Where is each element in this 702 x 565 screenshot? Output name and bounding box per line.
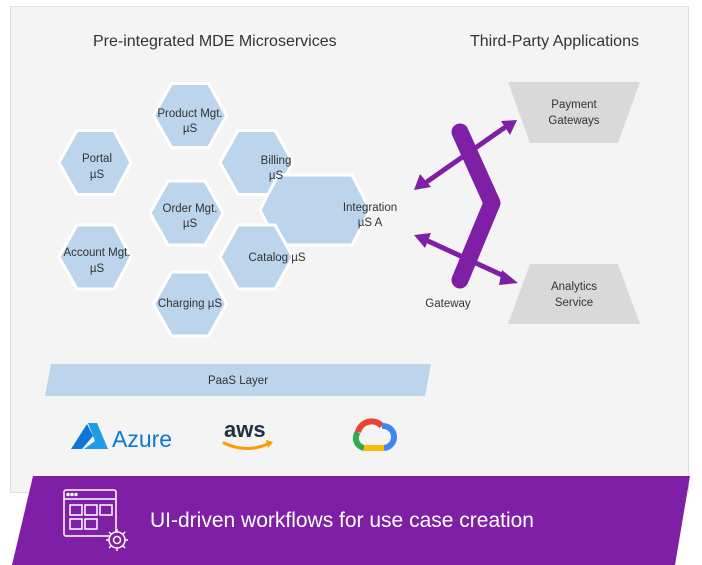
analytics-label-line2: Service: [555, 297, 593, 309]
hex-product-mgt: [151, 82, 229, 149]
google-cloud-icon: [352, 418, 398, 451]
aws-wordmark: aws: [224, 417, 266, 442]
hex-integration: [258, 173, 372, 247]
bottom-banner: [12, 476, 690, 565]
hex-label-portal-line1: Portal: [82, 153, 112, 165]
analytics-service-box: [508, 264, 640, 324]
hex-charging: [151, 270, 229, 338]
arrow-integration-payment: [414, 120, 517, 190]
arrow-integration-analytics: [414, 233, 518, 285]
azure-logo: Azure: [71, 423, 172, 452]
hex-catalog: [218, 223, 295, 291]
hex-order-mgt: [148, 179, 225, 247]
hex-portal: [57, 129, 133, 196]
microservices-heading: Pre-integrated MDE Microservices: [93, 33, 337, 50]
hex-label-billing-line1: Billing: [261, 155, 292, 167]
hex-label-integration-line1: Integration: [343, 202, 397, 214]
paas-layer-bar: [45, 364, 431, 396]
hex-label-billing-line2: µS: [269, 170, 284, 182]
hex-label-portal-line2: µS: [90, 169, 105, 181]
gateway-label: Gateway: [425, 298, 471, 310]
hex-label-charging: Charging µS: [158, 298, 222, 310]
workflow-settings-icon: [63, 489, 128, 551]
third-party-heading: Third-Party Applications: [470, 33, 639, 50]
gateway-connector: [451, 123, 501, 289]
analytics-label-line1: Analytics: [551, 281, 597, 293]
hex-label-order-line2: µS: [183, 218, 198, 230]
hex-account-mgt: [57, 223, 133, 291]
hex-label-catalog: Catalog µS: [248, 252, 305, 264]
payment-label-line1: Payment: [551, 99, 597, 111]
aws-logo: aws: [222, 417, 273, 450]
hex-label-account-line2: µS: [90, 263, 105, 275]
hex-label-account-line1: Account Mgt.: [63, 247, 130, 259]
azure-icon: [71, 424, 93, 449]
banner-text: UI-driven workflows for use case creatio…: [150, 509, 534, 532]
payment-label-line2: Gateways: [548, 115, 599, 127]
hex-label-integration-line2: µS A: [358, 217, 383, 229]
payment-gateways-box: [508, 82, 640, 143]
azure-wordmark: Azure: [112, 426, 172, 452]
hex-label-product-line2: µS: [183, 123, 198, 135]
hex-label-order-line1: Order Mgt.: [163, 203, 218, 215]
paas-layer-label: PaaS Layer: [208, 375, 268, 387]
hex-label-product-line1: Product Mgt.: [157, 108, 222, 120]
